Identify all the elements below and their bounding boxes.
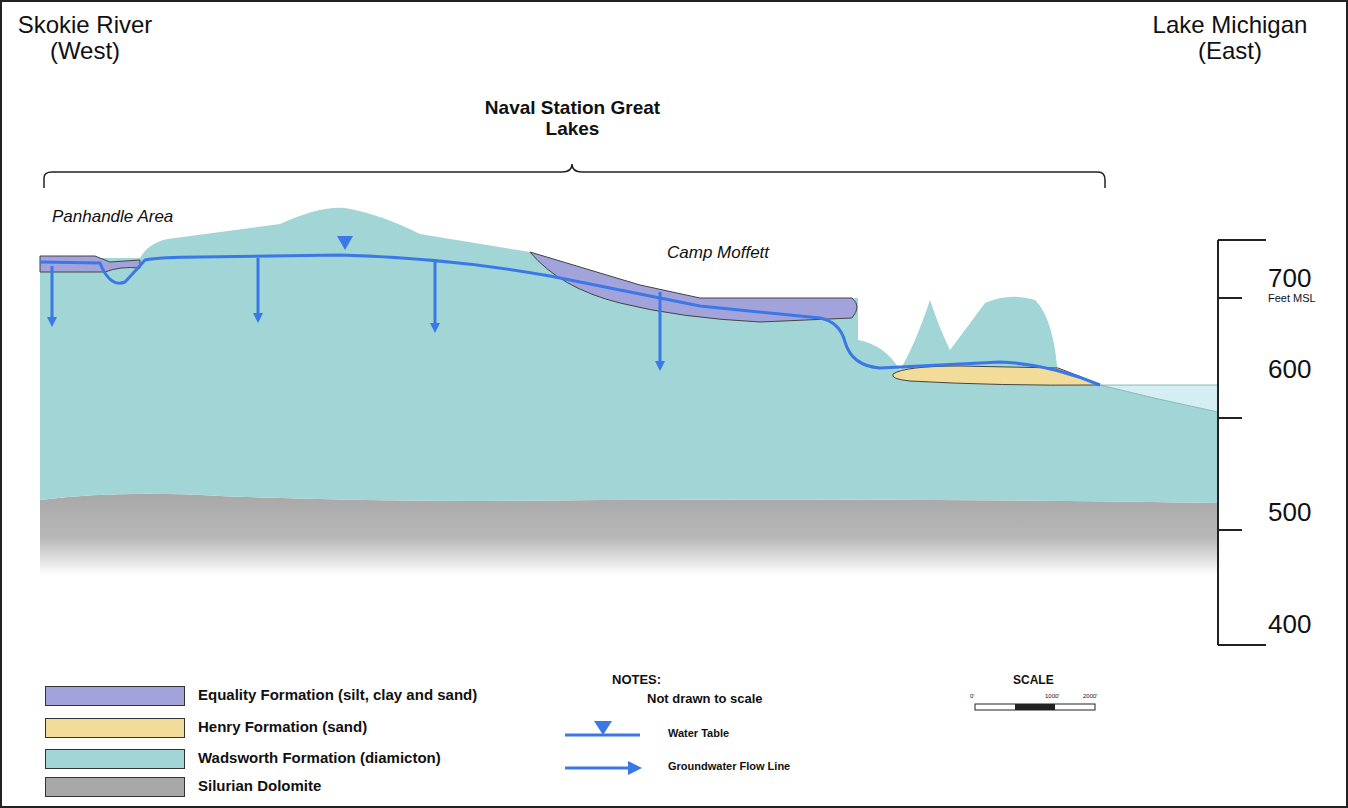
legend-swatch	[45, 777, 185, 797]
scale-tick: 2000'	[1083, 693, 1107, 700]
area-label: Camp Moffett	[667, 244, 807, 263]
site-title: Naval Station Great Lakes	[475, 98, 670, 140]
scale-tick: 1000'	[1045, 693, 1069, 700]
scale-heading: SCALE	[1013, 674, 1083, 687]
place-label: Lake Michigan (East)	[1130, 12, 1330, 65]
legend-text: Equality Formation (silt, clay and sand)	[198, 687, 538, 704]
elevation-number: 400	[1268, 610, 1338, 639]
legend-swatch	[45, 749, 185, 769]
legend-text: Henry Formation (sand)	[198, 719, 538, 736]
axis-unit: Feet MSL	[1268, 292, 1344, 304]
notes-heading: NOTES:	[612, 673, 702, 687]
legend-text: Water Table	[668, 727, 898, 739]
legend-swatch	[45, 686, 185, 706]
legend-text: Groundwater Flow Line	[668, 760, 898, 772]
elevation-number: 700	[1268, 264, 1338, 293]
elevation-number: 500	[1268, 498, 1338, 527]
legend-swatch	[45, 718, 185, 738]
area-label: Panhandle Area	[52, 208, 222, 227]
scale-tick: 0'	[970, 693, 990, 700]
elevation-number: 600	[1268, 355, 1338, 384]
legend-text: Wadsworth Formation (diamicton)	[198, 750, 538, 767]
place-label: Skokie River (West)	[10, 12, 160, 65]
note-text: Not drawn to scale	[647, 692, 807, 706]
legend-text: Silurian Dolomite	[198, 778, 538, 795]
